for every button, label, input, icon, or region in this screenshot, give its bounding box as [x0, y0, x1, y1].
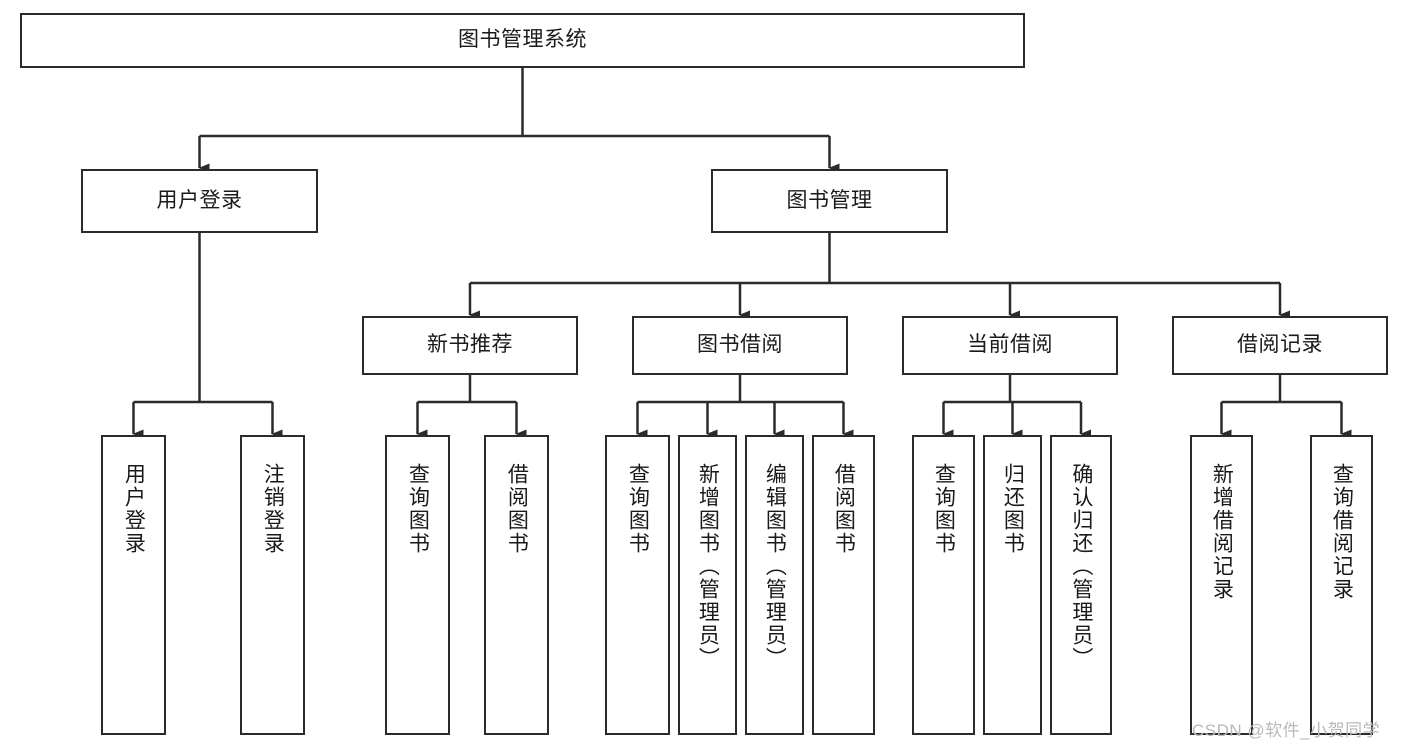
- node-label: 新增借阅记录: [1210, 463, 1234, 601]
- node-l_query_book2[interactable]: 查询图书: [605, 435, 670, 735]
- node-book_manage[interactable]: 图书管理: [711, 169, 948, 233]
- node-l_add_book[interactable]: 新增图书（管理员）: [678, 435, 737, 735]
- node-label: 新书推荐: [427, 333, 513, 357]
- node-label: 查询图书: [932, 463, 956, 555]
- node-borrow_rec[interactable]: 借阅记录: [1172, 316, 1388, 375]
- node-l_return_book[interactable]: 归还图书: [983, 435, 1042, 735]
- node-cur_borrow[interactable]: 当前借阅: [902, 316, 1118, 375]
- node-user_login[interactable]: 用户登录: [81, 169, 318, 233]
- node-label: 图书管理: [786, 188, 873, 212]
- node-book_borrow[interactable]: 图书借阅: [632, 316, 848, 375]
- node-l_borrow_book2[interactable]: 借阅图书: [812, 435, 875, 735]
- node-l_user_logout[interactable]: 注销登录: [240, 435, 305, 735]
- node-label: 查询图书: [626, 463, 650, 555]
- node-label: 编辑图书（管理员）: [763, 463, 787, 670]
- node-label: 借阅图书: [832, 463, 856, 555]
- node-label: 借阅记录: [1237, 333, 1323, 357]
- node-l_query_book1[interactable]: 查询图书: [385, 435, 450, 735]
- node-label: 注销登录: [261, 463, 285, 555]
- node-root[interactable]: 图书管理系统: [20, 13, 1025, 68]
- watermark-label: CSDN @软件_小贺同学: [1192, 721, 1381, 740]
- node-l_edit_book[interactable]: 编辑图书（管理员）: [745, 435, 804, 735]
- node-label: 借阅图书: [505, 463, 529, 555]
- node-label: 图书借阅: [697, 333, 783, 357]
- node-label: 查询图书: [406, 463, 430, 555]
- edge-group: [132, 68, 1352, 439]
- node-label: 归还图书: [1001, 463, 1025, 555]
- node-new_book_rec[interactable]: 新书推荐: [362, 316, 578, 375]
- node-label: 确认归还（管理员）: [1069, 463, 1093, 670]
- node-label: 用户登录: [122, 463, 146, 555]
- node-label: 查询借阅记录: [1330, 463, 1354, 601]
- node-label: 用户登录: [156, 188, 243, 212]
- node-l_confirm_ret[interactable]: 确认归还（管理员）: [1050, 435, 1112, 735]
- node-label: 图书管理系统: [458, 28, 587, 52]
- node-label: 新增图书（管理员）: [696, 463, 720, 670]
- node-l_query_book3[interactable]: 查询图书: [912, 435, 975, 735]
- node-l_add_rec[interactable]: 新增借阅记录: [1190, 435, 1253, 735]
- node-l_borrow_book1[interactable]: 借阅图书: [484, 435, 549, 735]
- node-l_user_login[interactable]: 用户登录: [101, 435, 166, 735]
- node-l_query_rec[interactable]: 查询借阅记录: [1310, 435, 1373, 735]
- node-label: 当前借阅: [967, 333, 1053, 357]
